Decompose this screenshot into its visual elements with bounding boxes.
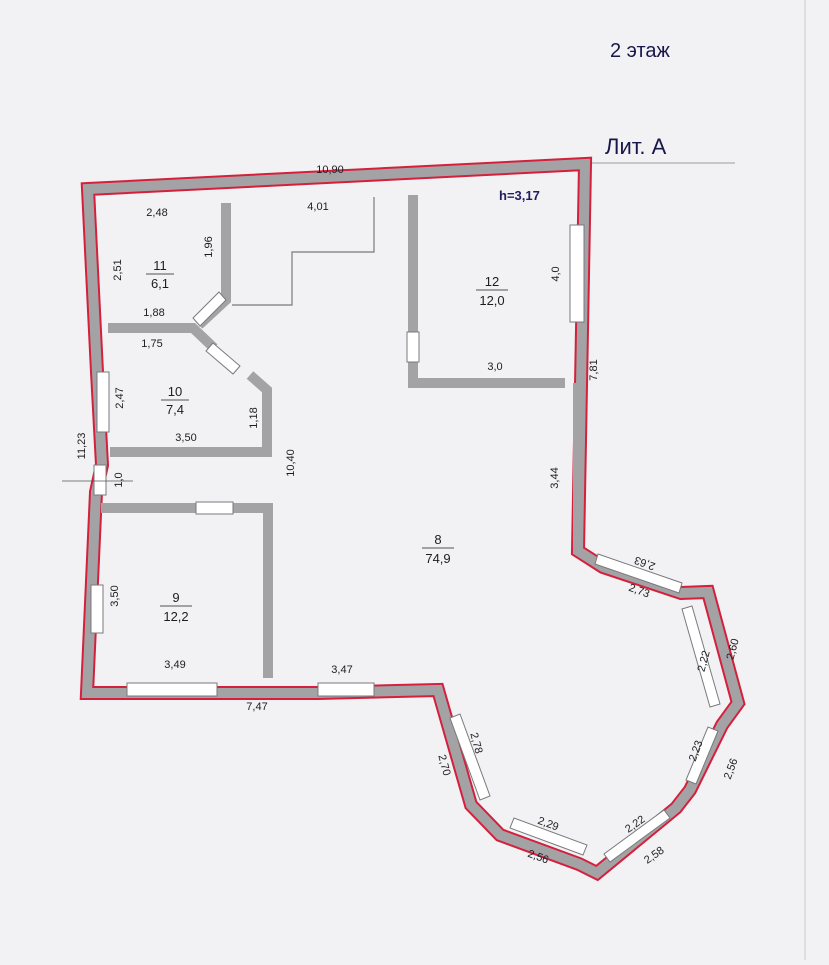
litera-label: Лит. А — [605, 134, 667, 159]
room-12-number: 12 — [485, 274, 499, 289]
window-bay-2 — [681, 605, 721, 708]
dim-bottom-outer: 7,47 — [246, 701, 267, 713]
room-labels: 11 6,1 10 7,4 12 12,0 8 74,9 9 12,2 — [146, 258, 508, 624]
window-hall-bottom — [317, 682, 375, 697]
window-bay-4 — [603, 809, 671, 863]
windows — [90, 224, 721, 863]
passage-opening — [93, 464, 107, 496]
room-9-area: 12,2 — [163, 609, 188, 624]
dim-right-wall: 7,81 — [588, 359, 600, 380]
door-room11 — [192, 291, 227, 327]
room-10-area: 7,4 — [166, 402, 184, 417]
dim-room12-width: 3,0 — [487, 361, 502, 373]
dim-top-width: 10,90 — [316, 164, 344, 176]
dim-room9-height: 3,50 — [109, 585, 121, 606]
window-room9-side — [90, 584, 104, 634]
dim-room11-height: 2,51 — [112, 259, 124, 280]
window-bay-5 — [509, 817, 588, 856]
dim-stair-width: 4,01 — [307, 201, 328, 213]
door-room10 — [205, 342, 241, 375]
dim-bay-2-inner: 2,22 — [696, 649, 713, 673]
window-bay-3 — [685, 726, 719, 785]
dim-bottom-inner: 3,47 — [331, 664, 352, 676]
wall-room12 — [408, 195, 565, 388]
dim-room9-width: 3,49 — [164, 659, 185, 671]
wall-room9 — [101, 503, 273, 678]
dim-room11-width: 2,48 — [146, 207, 167, 219]
window-room10 — [96, 371, 110, 433]
wall-room11-bottom — [108, 323, 218, 352]
interior-doors — [192, 291, 420, 515]
window-room12 — [569, 224, 585, 323]
room-11-number: 11 — [153, 258, 167, 273]
room-9-number: 9 — [172, 590, 179, 605]
floor-title: 2 этаж — [610, 40, 671, 62]
dim-bay-6-outer: 2,70 — [435, 753, 452, 777]
room-12-area: 12,0 — [479, 293, 504, 308]
stair-outline — [232, 197, 375, 306]
dim-room11-inner: 1,96 — [203, 236, 215, 257]
room-10-number: 10 — [168, 384, 182, 399]
dim-room10-width: 3,50 — [175, 432, 196, 444]
window-bay-6 — [449, 713, 491, 801]
dim-passage: 1,0 — [113, 472, 125, 487]
dim-corridor-lower-right: 3,44 — [549, 467, 561, 488]
window-room9-bottom — [126, 682, 218, 697]
dim-room12-height: 4,0 — [550, 266, 562, 281]
dim-bay-2-outer: 2,60 — [725, 637, 742, 661]
dim-bay-6-inner: 2,78 — [467, 731, 484, 755]
wall-room10-right-bottom — [110, 371, 272, 457]
dim-left-total: 11,23 — [76, 433, 88, 460]
window-bay-1 — [594, 553, 683, 594]
door-room9 — [195, 501, 234, 515]
dim-hall-length: 10,40 — [285, 449, 297, 477]
room-8-number: 8 — [434, 532, 441, 547]
dim-room10-top1: 1,88 — [143, 307, 164, 319]
dim-room10-inner: 1,18 — [248, 407, 260, 428]
ceiling-height-label: h=3,17 — [499, 188, 540, 203]
dim-room10-height: 2,47 — [114, 387, 126, 408]
room-8-area: 74,9 — [425, 551, 450, 566]
door-room12 — [406, 331, 420, 363]
dim-room10-top2: 1,75 — [141, 338, 162, 350]
room-11-area: 6,1 — [151, 276, 169, 291]
